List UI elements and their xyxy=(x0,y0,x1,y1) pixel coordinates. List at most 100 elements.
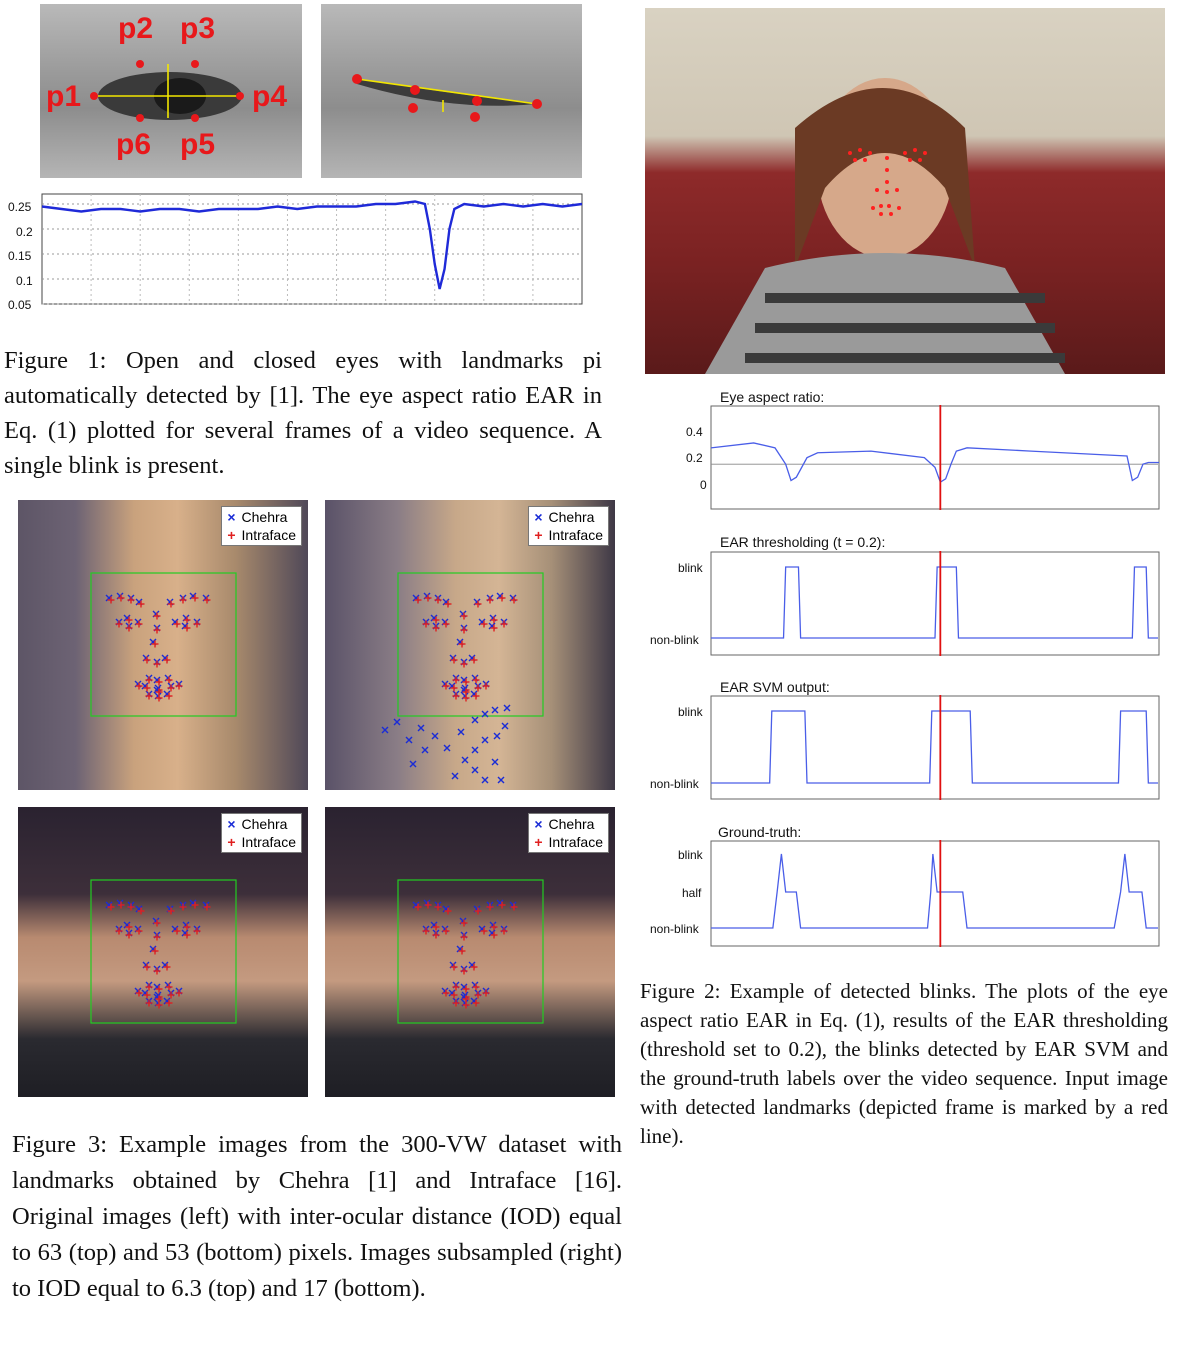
intraface-landmark xyxy=(450,991,458,999)
intraface-landmark xyxy=(125,616,133,624)
intraface-landmark xyxy=(167,907,175,915)
ytick-half: half xyxy=(682,886,702,900)
intraface-landmark xyxy=(482,682,490,690)
intraface-landmark xyxy=(155,688,163,696)
intraface-landmark xyxy=(470,656,478,664)
intraface-landmark xyxy=(490,923,498,931)
intraface-landmark xyxy=(165,692,173,700)
ytick-0.2: 0.2 xyxy=(686,451,703,465)
intraface-landmark xyxy=(472,999,480,1007)
intraface-landmark xyxy=(175,989,183,997)
intraface-landmark xyxy=(151,947,159,955)
intraface-landmark xyxy=(155,1001,163,1009)
face-bounding-box xyxy=(90,572,237,717)
intraface-landmark xyxy=(462,995,470,1003)
intraface-landmark xyxy=(432,923,440,931)
chehra-landmark xyxy=(481,710,489,718)
landmark-label-p6: p6 xyxy=(116,128,152,161)
svm-plot-axes xyxy=(710,695,1160,800)
chehra-landmark xyxy=(491,758,499,766)
ytick-0.15: 0.15 xyxy=(8,249,32,263)
legend-intraface: Intraface xyxy=(548,527,603,543)
intraface-landmark xyxy=(460,660,468,668)
face-bounding-box xyxy=(397,879,544,1024)
intraface-landmark xyxy=(474,684,482,692)
intraface-landmark xyxy=(452,692,460,700)
legend-intraface: Intraface xyxy=(241,527,296,543)
intraface-landmark xyxy=(183,923,191,931)
chehra-landmark xyxy=(471,746,479,754)
intraface-landmark xyxy=(127,596,135,604)
chehra-landmark xyxy=(405,736,413,744)
ytick-0.25: 0.25 xyxy=(8,200,32,214)
plot-frame xyxy=(710,695,1160,800)
legend-chehra: Chehra xyxy=(241,816,288,832)
chehra-landmark xyxy=(421,746,429,754)
ear-series-line xyxy=(41,200,583,290)
intraface-landmark xyxy=(422,927,430,935)
intraface-landmark xyxy=(500,927,508,935)
intraface-marker-icon: + xyxy=(227,834,236,850)
intraface-landmark xyxy=(460,612,468,620)
legend-chehra: Chehra xyxy=(241,509,288,525)
intraface-landmark xyxy=(203,596,211,604)
legend: ×Chehra +Intraface xyxy=(528,506,609,546)
legend-chehra: Chehra xyxy=(548,509,595,525)
closed-eye-landmarks xyxy=(352,74,542,122)
intraface-landmark xyxy=(145,999,153,1007)
intraface-landmark xyxy=(143,991,151,999)
chehra-landmark xyxy=(471,716,479,724)
landmark-label-p1: p1 xyxy=(46,80,82,113)
intraface-landmark xyxy=(444,907,452,915)
landmark-overlay xyxy=(90,879,237,1024)
intraface-landmark xyxy=(490,616,498,624)
intraface-landmark xyxy=(450,684,458,692)
intraface-landmark xyxy=(462,694,470,702)
legend: ×Chehra +Intraface xyxy=(528,813,609,853)
intraface-landmark xyxy=(155,694,163,702)
figure3-caption: Figure 3: Example images from the 300-VW… xyxy=(12,1127,622,1307)
intraface-landmark xyxy=(165,983,173,991)
plot-frame xyxy=(710,405,1160,510)
intraface-landmark xyxy=(183,616,191,624)
plot-frame xyxy=(710,551,1160,656)
landmark-overlay xyxy=(397,879,544,1024)
chehra-landmark xyxy=(431,732,439,740)
intraface-landmark xyxy=(460,919,468,927)
intraface-landmark xyxy=(165,999,173,1007)
thresholding-plot-axes xyxy=(710,551,1160,656)
intraface-landmark xyxy=(498,594,506,602)
intraface-landmark xyxy=(472,983,480,991)
intraface-landmark xyxy=(155,678,163,686)
thresholding-series-line xyxy=(711,566,1158,639)
intraface-landmark xyxy=(462,678,470,686)
intraface-landmark xyxy=(434,596,442,604)
intraface-landmark xyxy=(153,612,161,620)
intraface-landmark xyxy=(414,596,422,604)
svm-series-line xyxy=(711,710,1158,784)
ytick-blink: blink xyxy=(678,561,703,575)
intraface-landmark xyxy=(137,600,145,608)
face-image-top-left: ×Chehra +Intraface xyxy=(18,500,308,790)
intraface-landmark xyxy=(432,624,440,632)
chehra-landmark xyxy=(393,718,401,726)
intraface-landmark xyxy=(107,903,115,911)
intraface-landmark xyxy=(145,983,153,991)
intraface-landmark xyxy=(480,927,488,935)
landmark-label-p5: p5 xyxy=(180,128,216,161)
chehra-landmark xyxy=(481,736,489,744)
intraface-landmark xyxy=(462,1001,470,1009)
intraface-landmark xyxy=(153,626,161,634)
intraface-landmark xyxy=(115,927,123,935)
figure2-caption: Figure 2: Example of detected blinks. Th… xyxy=(640,977,1168,1151)
intraface-landmark xyxy=(500,620,508,628)
landmark-label-p2: p2 xyxy=(118,12,154,45)
chehra-landmark xyxy=(461,756,469,764)
intraface-landmark xyxy=(450,963,458,971)
intraface-landmark xyxy=(450,656,458,664)
intraface-landmark xyxy=(125,931,133,939)
ear-plot-axes xyxy=(41,193,583,305)
chehra-marker-icon: × xyxy=(227,816,236,832)
intraface-landmark xyxy=(173,927,181,935)
face-image-bottom-right: ×Chehra +Intraface xyxy=(325,807,615,1097)
